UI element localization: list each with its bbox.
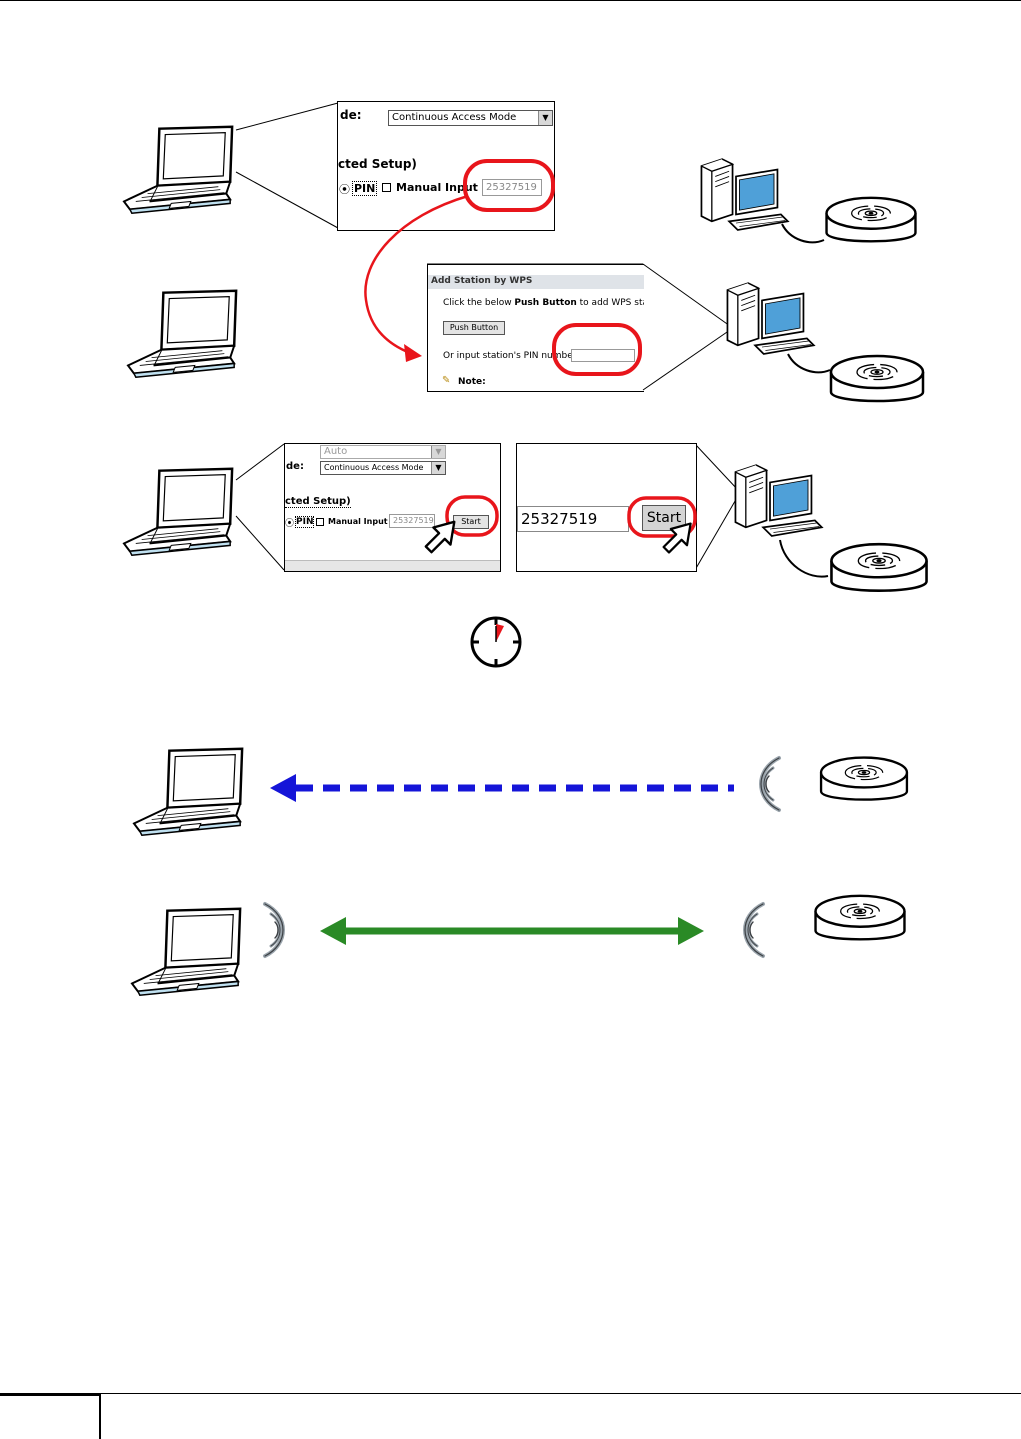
laptop-icon — [132, 746, 250, 836]
chevron-down-icon: ▼ — [431, 462, 445, 474]
mouse-cursor-icon — [660, 520, 696, 556]
auto-select-value: Auto — [324, 446, 347, 457]
auto-select[interactable]: Auto ▼ — [320, 445, 446, 459]
setup-label: cted Setup) — [285, 496, 351, 508]
wireless-signal-icon — [258, 900, 300, 960]
manual-input-label: Manual Input — [328, 517, 388, 526]
desktop-pc-icon — [732, 456, 827, 546]
discovery-arrow — [270, 770, 740, 806]
mode-select[interactable]: Continuous Access Mode ▼ — [320, 461, 446, 475]
wireless-signal-icon — [744, 754, 786, 814]
manual-input-checkbox[interactable] — [316, 518, 324, 526]
access-point-icon — [826, 538, 932, 600]
ap-pin-field[interactable]: 25327519 — [517, 506, 629, 532]
chevron-down-icon: ▼ — [431, 446, 445, 458]
connection-arrow — [320, 914, 704, 948]
laptop-icon — [130, 906, 248, 996]
network-cable — [778, 534, 838, 584]
access-point-icon — [812, 752, 916, 808]
pin-label: PIN — [295, 516, 314, 528]
wireless-signal-icon — [728, 900, 770, 960]
screen-bottom-bar — [285, 560, 500, 572]
stopwatch-icon — [468, 614, 524, 670]
radio-selected-icon[interactable]: ⦿ — [285, 516, 294, 529]
mode-label: de: — [286, 461, 304, 472]
mouse-cursor-icon — [422, 518, 460, 556]
access-point-icon — [808, 890, 912, 948]
mode-select-value: Continuous Access Mode — [324, 463, 423, 472]
